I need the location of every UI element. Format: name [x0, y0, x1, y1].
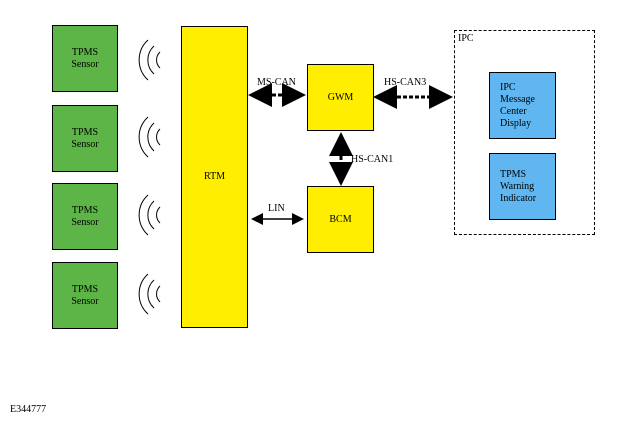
- signal-wave-3: [138, 194, 161, 236]
- hs-can1-label: HS-CAN1: [351, 154, 394, 165]
- ipc-message-center-display: IPC Message Center Display: [489, 72, 556, 139]
- signal-wave-4: [138, 273, 161, 315]
- signal-wave-2: [138, 116, 161, 158]
- rtm-module: RTM: [181, 26, 248, 328]
- signal-waves: [138, 39, 161, 315]
- bcm-module: BCM: [307, 186, 374, 253]
- signal-wave-1: [138, 39, 161, 81]
- diagram-code: E344777: [10, 404, 47, 415]
- bcm-label: BCM: [329, 213, 352, 225]
- lin-label: LIN: [268, 203, 285, 214]
- ipc-title: IPC: [458, 33, 474, 44]
- rtm-label: RTM: [203, 171, 226, 182]
- ipc-group: [454, 30, 595, 235]
- tpms-warning-indicator: TPMS Warning Indicator: [489, 153, 556, 220]
- hs-can3-label: HS-CAN3: [384, 77, 427, 88]
- gwm-label: GWM: [327, 91, 354, 103]
- gwm-module: GWM: [307, 64, 374, 131]
- ms-can-label: MS-CAN: [257, 77, 296, 88]
